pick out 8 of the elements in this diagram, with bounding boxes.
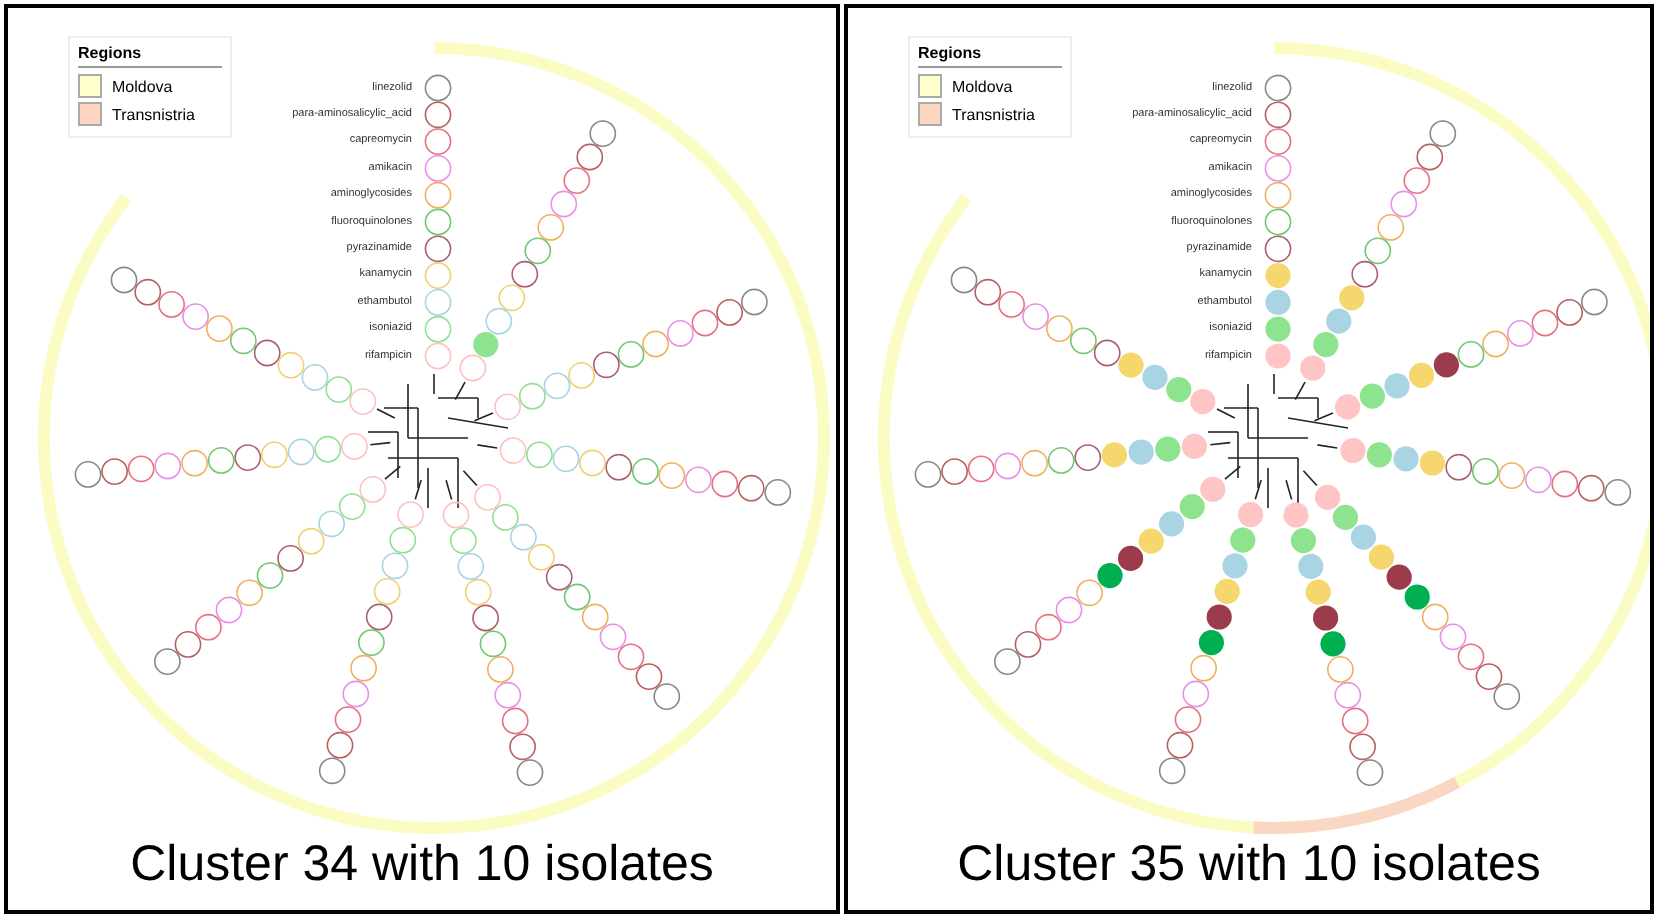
- legend-label: Moldova: [952, 77, 1013, 95]
- panel-caption: Cluster 35 with 10 isolates: [957, 836, 1541, 892]
- legend-label: Transnistria: [112, 105, 195, 123]
- legend-label: Moldova: [112, 77, 173, 95]
- legend-label: Transnistria: [952, 105, 1035, 123]
- legend-title: Regions: [78, 44, 222, 68]
- legend-title: Regions: [918, 44, 1062, 68]
- panel-caption: Cluster 34 with 10 isolates: [130, 836, 714, 892]
